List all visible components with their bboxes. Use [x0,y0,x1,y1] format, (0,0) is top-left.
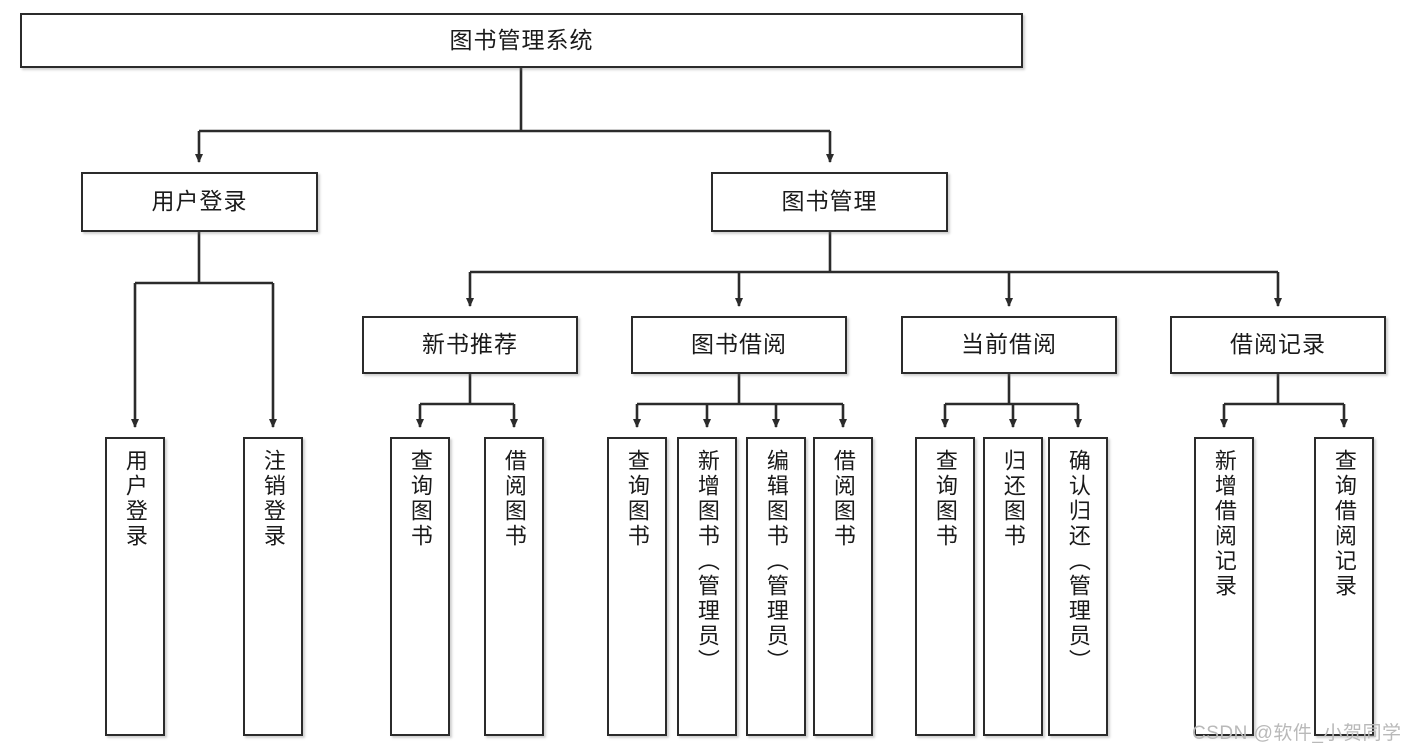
node-leaf-query-book-cur-label: 查询图书 [932,449,958,549]
node-book-manage-label: 图书管理 [781,188,878,215]
node-leaf-borrow-book-rec-label: 借阅图书 [501,449,527,549]
node-leaf-add-record-label: 新增借阅记录 [1211,449,1237,599]
node-leaf-query-book-cur[interactable]: 查询图书 [915,437,975,736]
node-current-borrow-label: 当前借阅 [961,331,1057,358]
node-leaf-user-login[interactable]: 用户登录 [105,437,165,736]
node-leaf-return-book[interactable]: 归还图书 [983,437,1043,736]
node-leaf-query-book-rec-label: 查询图书 [407,449,433,549]
node-root[interactable]: 图书管理系统 [20,13,1023,68]
node-borrow-record-label: 借阅记录 [1230,331,1326,358]
node-leaf-add-record[interactable]: 新增借阅记录 [1194,437,1254,736]
node-leaf-query-book-borrow-label: 查询图书 [624,449,650,549]
node-user-login-label: 用户登录 [151,188,248,215]
node-leaf-add-book[interactable]: 新增图书（管理员） [677,437,737,736]
node-leaf-query-book-rec[interactable]: 查询图书 [390,437,450,736]
node-leaf-user-login-label: 用户登录 [122,449,148,549]
node-leaf-add-book-label: 新增图书（管理员） [694,449,720,674]
csdn-watermark: CSDN @软件_小贺同学 [1192,723,1402,744]
node-leaf-return-book-label: 归还图书 [1000,449,1026,549]
node-leaf-query-book-borrow[interactable]: 查询图书 [607,437,667,736]
node-root-label: 图书管理系统 [449,26,594,53]
node-borrow-record[interactable]: 借阅记录 [1170,316,1386,374]
node-current-borrow[interactable]: 当前借阅 [901,316,1117,374]
node-leaf-borrow-book-label: 借阅图书 [830,449,856,549]
node-book-borrow[interactable]: 图书借阅 [631,316,847,374]
node-leaf-confirm-return-label: 确认归还（管理员） [1065,449,1091,674]
node-new-book-rec-label: 新书推荐 [422,331,518,358]
node-new-book-rec[interactable]: 新书推荐 [362,316,578,374]
node-book-manage[interactable]: 图书管理 [711,172,948,232]
node-leaf-borrow-book[interactable]: 借阅图书 [813,437,873,736]
node-leaf-query-record[interactable]: 查询借阅记录 [1314,437,1374,736]
node-leaf-edit-book[interactable]: 编辑图书（管理员） [746,437,806,736]
node-leaf-borrow-book-rec[interactable]: 借阅图书 [484,437,544,736]
node-user-login[interactable]: 用户登录 [81,172,318,232]
node-leaf-logout-label: 注销登录 [260,449,286,549]
node-book-borrow-label: 图书借阅 [691,331,787,358]
node-leaf-confirm-return[interactable]: 确认归还（管理员） [1048,437,1108,736]
node-leaf-logout[interactable]: 注销登录 [243,437,303,736]
node-leaf-query-record-label: 查询借阅记录 [1331,449,1357,599]
node-leaf-edit-book-label: 编辑图书（管理员） [763,449,789,674]
